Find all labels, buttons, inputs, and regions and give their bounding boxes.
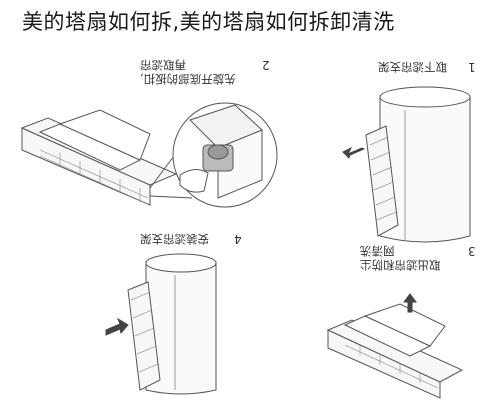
- step1-caption-line1: 取下滤帘支架: [378, 60, 447, 74]
- step3-caption-line2: 网清洗: [360, 244, 395, 258]
- step1-illustration: [342, 86, 471, 243]
- step3-caption-line1: 取出滤帘和防尘: [360, 258, 441, 272]
- step4-caption: 安装滤帘支架: [140, 232, 209, 246]
- step1-number: 1: [468, 60, 476, 74]
- step3-caption: 取出滤帘和防尘 网清洗: [360, 244, 441, 272]
- step4-number: 4: [234, 232, 242, 246]
- step4-illustration: [105, 253, 217, 395]
- step2-number: 2: [262, 58, 270, 72]
- step3-illustration: [326, 293, 464, 399]
- step2-illustration: [20, 102, 278, 208]
- step4-caption-line1: 安装滤帘支架: [140, 232, 209, 246]
- step2-caption-line1: 先旋开底部的扳扣,: [140, 72, 236, 86]
- step3-number: 3: [468, 244, 476, 258]
- step2-caption-line2: 再取滤帘: [140, 58, 186, 72]
- step1-caption: 取下滤帘支架: [378, 60, 447, 74]
- page-title: 美的塔扇如何拆,美的塔扇如何拆卸清洗: [22, 10, 395, 34]
- step2-caption: 先旋开底部的扳扣, 再取滤帘: [140, 58, 236, 86]
